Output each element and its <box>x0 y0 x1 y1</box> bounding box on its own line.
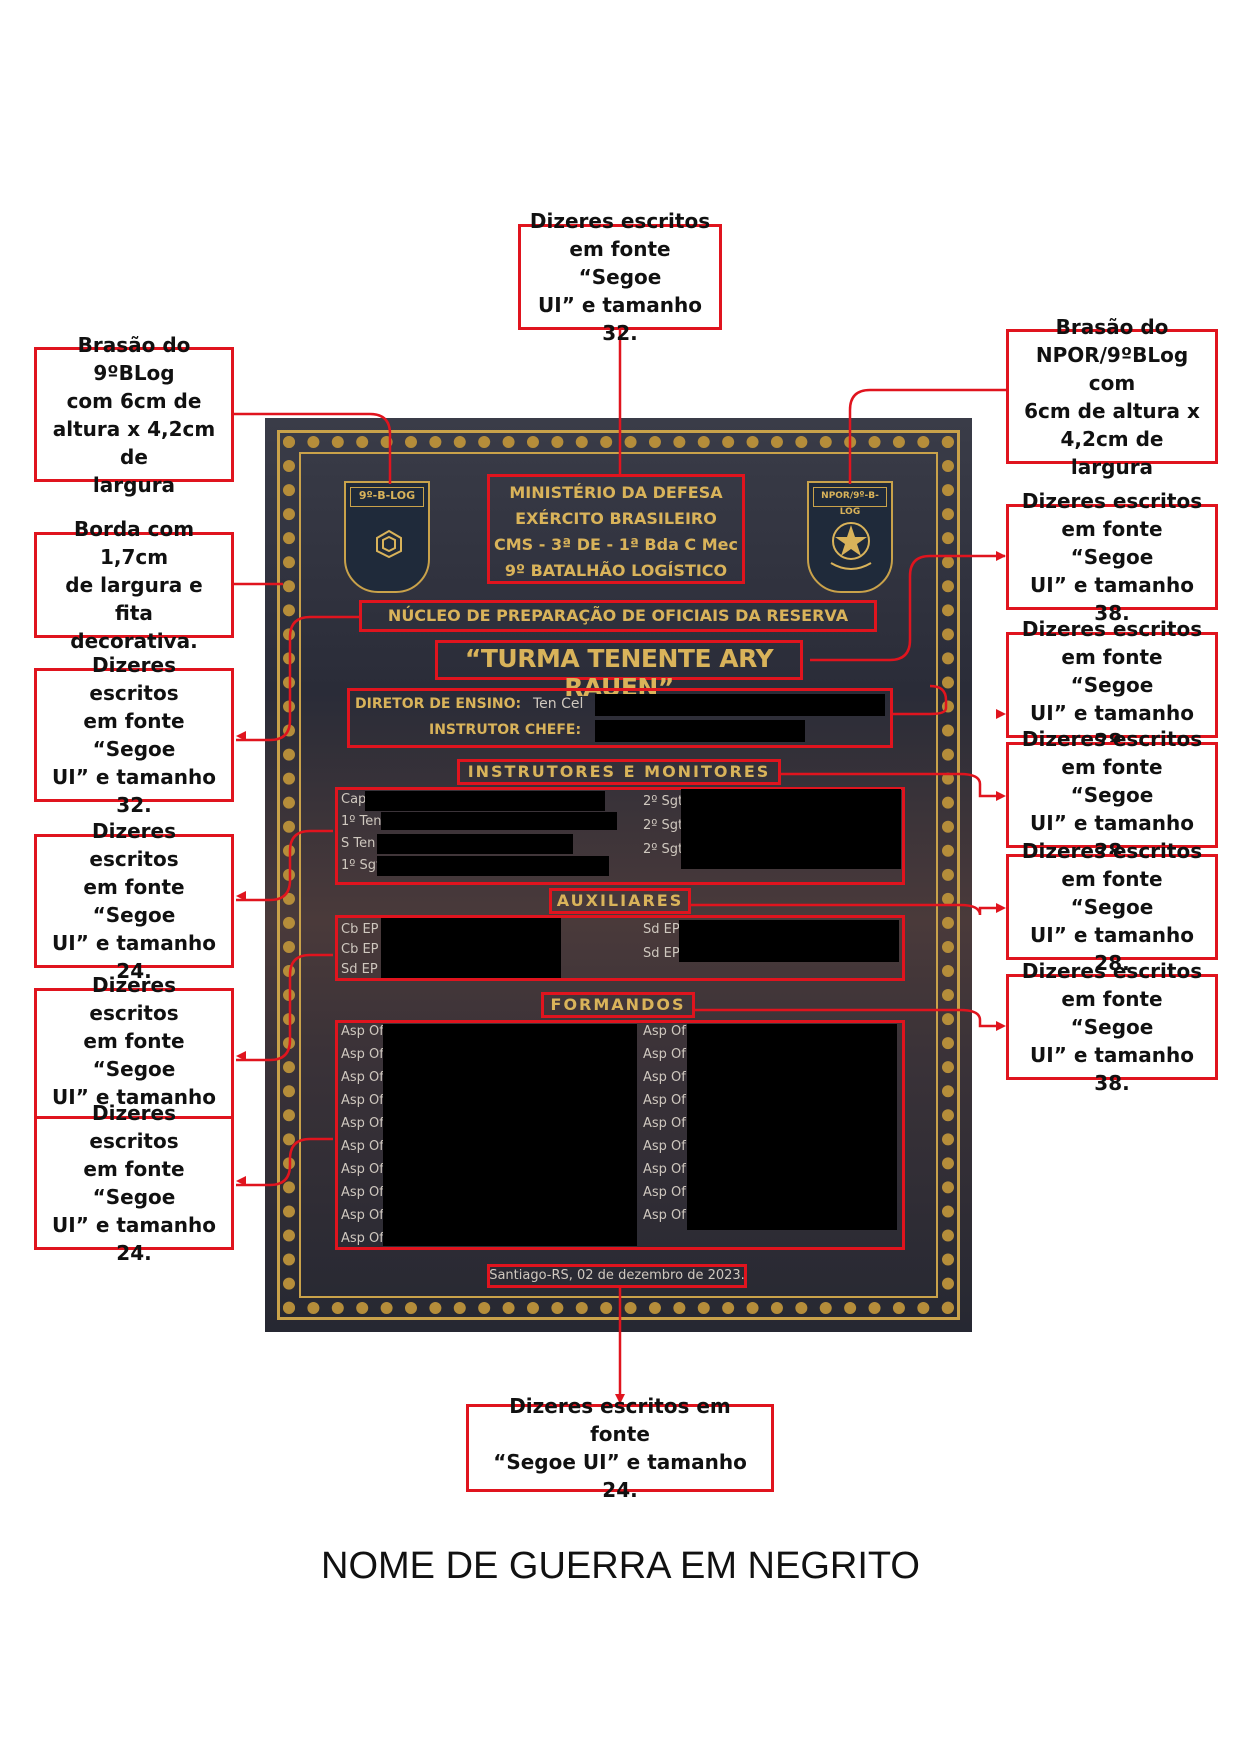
instrutor-rank: 2º Sgt <box>643 818 684 833</box>
turma-box <box>435 640 803 680</box>
callout-left-24-b: Dizeres escritos em fonte “Segoe UI” e t… <box>34 973 234 1137</box>
formandos-box <box>335 1020 905 1250</box>
formando-rank: Asp Of <box>341 1185 384 1200</box>
formando-rank: Asp Of <box>643 1139 686 1154</box>
callout-right-28-b: Dizeres escritos em fonte “Segoe UI” e t… <box>1006 727 1218 863</box>
redacted-instrutor-names <box>377 834 573 854</box>
auxiliar-rank: Cb EP <box>341 942 379 957</box>
formando-rank: Asp Of <box>341 1162 384 1177</box>
callout-left-24-c: Dizeres escritos em fonte “Segoe UI” e t… <box>34 1101 234 1265</box>
instrutor-chefe-label: INSTRUTOR CHEFE: <box>429 722 582 738</box>
callout-right-28-a: Dizeres escritos em fonte “Segoe UI” e t… <box>1006 617 1218 753</box>
auxiliares-box <box>335 915 905 981</box>
auxiliar-rank: Sd EP <box>341 962 378 977</box>
redacted-diretor-name <box>595 694 885 716</box>
header-line-4: 9º BATALHÃO LOGÍSTICO <box>504 561 728 580</box>
formando-rank: Asp Of <box>341 1139 384 1154</box>
diretor-rank: Ten Cel <box>533 696 584 712</box>
callout-bottom: Dizeres escritos em fonte “Segoe UI” e t… <box>466 1394 774 1502</box>
formando-rank: Asp Of <box>341 1070 384 1085</box>
hexagon-icon <box>376 529 402 559</box>
instrutores-title-box <box>457 759 781 785</box>
instrutores-title: INSTRUTORES E MONITORES <box>467 762 771 781</box>
redacted-instrutor-names <box>377 856 609 876</box>
callout-brasao-9blog: Brasão do 9ºBLog com 6cm de altura x 4,2… <box>34 333 234 497</box>
date-box <box>487 1264 747 1288</box>
formando-rank: Asp Of <box>341 1208 384 1223</box>
header-line-1: MINISTÉRIO DA DEFESA <box>509 483 723 502</box>
redacted-auxiliar-names <box>679 920 899 962</box>
auxiliares-title: AUXILIARES <box>556 891 684 910</box>
footer-title: NOME DE GUERRA EM NEGRITO <box>321 1545 920 1587</box>
nucleo-title: NÚCLEO DE PREPARAÇÃO DE OFICIAIS DA RESE… <box>387 606 849 625</box>
redacted-formando-names <box>383 1024 637 1246</box>
formando-rank: Asp Of <box>643 1185 686 1200</box>
instrutor-rank: 1º Sgt <box>341 858 382 873</box>
formando-rank: Asp Of <box>643 1047 686 1062</box>
callout-right-28-c: Dizeres escritos em fonte “Segoe UI” e t… <box>1006 839 1218 975</box>
formando-rank: Asp Of <box>643 1093 686 1108</box>
redacted-formando-names <box>687 1024 897 1230</box>
callout-right-38-b: Dizeres escritos em fonte “Segoe UI” e t… <box>1006 959 1218 1095</box>
instrutor-rank: 2º Sgt <box>643 794 684 809</box>
coat-of-arms-icon <box>830 522 872 570</box>
auxiliar-rank: Sd EP <box>643 946 680 961</box>
redacted-instrutor-names <box>681 789 901 869</box>
header-text: MINISTÉRIO DA DEFESA EXÉRCITO BRASILEIRO… <box>487 480 745 584</box>
crest-9blog-label: 9º-B-LOG <box>350 487 424 507</box>
header-line-3: CMS - 3ª DE - 1ª Bda C Mec <box>494 535 738 554</box>
turma-title: “TURMA TENENTE ARY RAUEN” <box>464 644 774 702</box>
place-date: Santiago-RS, 02 de dezembro de 2023. <box>489 1268 745 1283</box>
formando-rank: Asp Of <box>643 1024 686 1039</box>
redacted-instrutor-names <box>381 812 617 830</box>
diretor-label: DIRETOR DE ENSINO: <box>355 696 522 712</box>
crest-9blog: 9º-B-LOG <box>344 481 430 593</box>
auxiliares-title-box <box>549 888 691 914</box>
formando-rank: Asp Of <box>341 1047 384 1062</box>
crest-npor-label: NPOR/9º-B-LOG <box>813 487 887 517</box>
formando-rank: Asp Of <box>341 1024 384 1039</box>
callout-top-center: Dizeres escritos em fonte “Segoe UI” e t… <box>518 209 722 345</box>
formando-rank: Asp Of <box>643 1208 686 1223</box>
instrutor-rank: 1º Ten <box>341 814 382 829</box>
callout-left-24-a: Dizeres escritos em fonte “Segoe UI” e t… <box>34 819 234 983</box>
callout-right-38-a: Dizeres escritos em fonte “Segoe UI” e t… <box>1006 489 1218 625</box>
crest-npor: NPOR/9º-B-LOG <box>807 481 893 593</box>
redacted-instrutor-chefe-name <box>595 720 805 742</box>
header-line-2: EXÉRCITO BRASILEIRO <box>515 509 717 528</box>
formando-rank: Asp Of <box>341 1231 384 1246</box>
callout-borda: Borda com 1,7cm de largura e fita decora… <box>34 517 234 653</box>
formandos-title-box <box>541 992 695 1018</box>
instrutor-rank: S Ten <box>341 836 376 851</box>
formando-rank: Asp Of <box>643 1162 686 1177</box>
formando-rank: Asp Of <box>341 1116 384 1131</box>
instrutores-box <box>335 787 905 885</box>
instrutor-rank: Cap <box>341 792 367 807</box>
header-box <box>487 474 745 584</box>
plaque: 9º-B-LOG NPOR/9º-B-LOG MINISTÉRIO DA DEF… <box>265 418 972 1332</box>
auxiliar-rank: Sd EP <box>643 922 680 937</box>
callout-brasao-npor: Brasão do NPOR/9ºBLog com 6cm de altura … <box>1006 315 1218 479</box>
formando-rank: Asp Of <box>643 1116 686 1131</box>
auxiliar-rank: Cb EP <box>341 922 379 937</box>
instrutor-rank: 2º Sgt <box>643 842 684 857</box>
formando-rank: Asp Of <box>643 1070 686 1085</box>
redacted-instrutor-names <box>365 791 605 811</box>
redacted-auxiliar-names <box>381 918 561 978</box>
callout-left-32: Dizeres escritos em fonte “Segoe UI” e t… <box>34 653 234 817</box>
formando-rank: Asp Of <box>341 1093 384 1108</box>
formandos-title: FORMANDOS <box>550 995 686 1014</box>
